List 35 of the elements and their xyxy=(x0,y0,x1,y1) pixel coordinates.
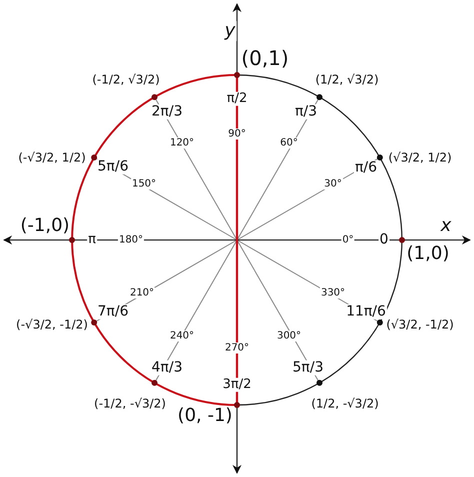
degree-label: 240° xyxy=(168,330,196,342)
angle-label: 7π/6 xyxy=(96,304,130,320)
coordinate-label: (0, -1) xyxy=(176,406,234,426)
angle-label: 4π/3 xyxy=(150,360,184,376)
degree-label: 270° xyxy=(224,342,250,354)
degree-label: 180° xyxy=(118,234,144,246)
degree-label: 120° xyxy=(168,138,196,148)
angle-label: π/3 xyxy=(294,104,318,120)
degree-label: 300° xyxy=(276,330,302,342)
coordinate-label: (√3/2, -1/2) xyxy=(385,318,455,332)
coordinate-label: (-1/2, √3/2) xyxy=(91,73,161,87)
coordinate-label: (1/2, -√3/2) xyxy=(310,397,380,411)
coordinate-label: (-1/2, -√3/2) xyxy=(93,397,167,411)
degree-label: 90° xyxy=(227,128,247,140)
angle-label: 2π/3 xyxy=(150,104,184,120)
degree-label: 0° xyxy=(341,234,355,246)
coordinate-label: (1,0) xyxy=(406,244,450,264)
coordinate-label: (√3/2, 1/2) xyxy=(387,151,453,165)
coordinate-label: (-1,0) xyxy=(19,216,71,236)
coordinate-label: (1/2, √3/2) xyxy=(314,73,380,87)
angle-label: 11π/6 xyxy=(345,304,387,320)
coordinate-label: (-√3/2, -1/2) xyxy=(15,318,89,332)
degree-label: 30° xyxy=(323,178,343,190)
angle-label: π/6 xyxy=(354,160,378,176)
axis-label: y xyxy=(224,21,236,41)
angle-label: 5π/6 xyxy=(96,159,130,175)
angle-label: 5π/3 xyxy=(292,360,324,376)
degree-label: 60° xyxy=(279,138,299,148)
angle-label: 3π/2 xyxy=(222,378,252,392)
angle-label: π/2 xyxy=(226,92,248,106)
coordinate-label: (-√3/2, 1/2) xyxy=(17,151,87,165)
coordinate-label: (0,1) xyxy=(240,47,290,69)
degree-label: 150° xyxy=(130,178,158,190)
degree-label: 210° xyxy=(128,288,156,298)
degree-label: 330° xyxy=(320,288,346,298)
